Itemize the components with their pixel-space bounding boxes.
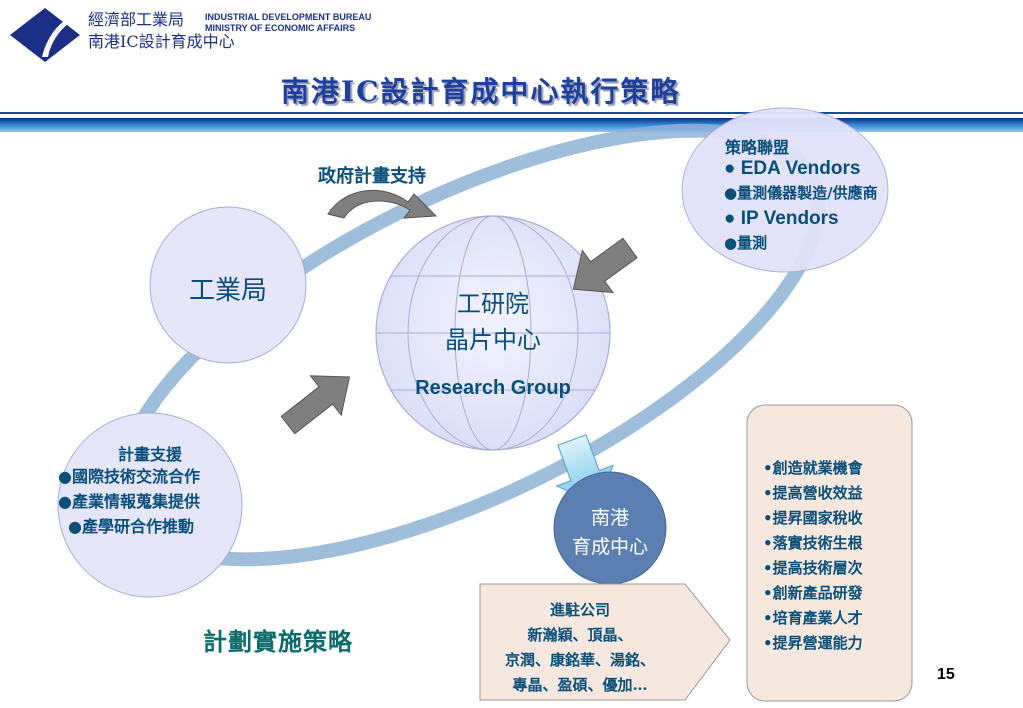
plan-list: ●國際技術交流合作 ●產業情報蒐集提供 ●產學研合作推動	[58, 464, 200, 539]
bureau-logo	[10, 8, 80, 62]
center-label-line1: 工研院	[457, 290, 529, 318]
plan-item: ●產學研合作推動	[68, 517, 194, 536]
alliance-item: ● EDA Vendors	[724, 158, 861, 179]
ministry-name-en: MINISTRY OF ECONOMIC AFFAIRS	[205, 23, 356, 33]
alliance-list: ● EDA Vendors ●量測儀器製造/供應商 ● IP Vendors ●…	[724, 156, 878, 256]
alliance-item: ● IP Vendors	[724, 208, 839, 229]
globe	[375, 215, 611, 451]
benefit-item: •提高技術層次	[763, 559, 863, 577]
benefit-item: •培育產業人才	[763, 609, 863, 627]
benefit-item: •落實技術生根	[763, 534, 863, 552]
benefits-list: •創造就業機會 •提高營收效益 •提昇國家稅收 •落實技術生根 •提高技術層次 …	[763, 456, 863, 656]
incubator-label-line2: 育成中心	[571, 536, 648, 558]
strategy-label: 計劃實施策略	[203, 627, 353, 656]
idb-circle	[149, 206, 307, 364]
alliance-item: ●量測	[724, 234, 768, 252]
gov-support-arrow	[327, 189, 438, 219]
benefit-item: •創新產品研發	[763, 584, 863, 602]
alliance-heading: 策略聯盟	[725, 138, 790, 157]
center-label-line2: 晶片中心	[445, 326, 541, 354]
plan-heading: 計畫支援	[117, 445, 182, 464]
org-name-cn: 經濟部工業局	[88, 10, 185, 29]
idb-label: 工業局	[188, 276, 267, 306]
benefit-item: •創造就業機會	[763, 459, 863, 477]
companies-line: 京潤、康銘華、湯銘、	[504, 651, 655, 669]
header-band-line	[0, 112, 1023, 114]
incubator-label-line1: 南港	[590, 507, 629, 529]
benefit-item: •提昇營運能力	[763, 634, 863, 652]
benefits-box	[746, 404, 913, 702]
page-number: 15	[937, 666, 955, 683]
benefit-item: •提昇國家稅收	[763, 509, 863, 527]
plan-item: ●國際技術交流合作	[58, 467, 200, 486]
alliance-item: ●量測儀器製造/供應商	[724, 184, 878, 202]
org-name-en: INDUSTRIAL DEVELOPMENT BUREAU	[205, 12, 372, 22]
plan-item: ●產業情報蒐集提供	[58, 492, 200, 511]
companies-text: 進駐公司 新瀚穎、頂晶、 京潤、康銘華、湯銘、 專晶、盈碩、優加…	[480, 598, 680, 698]
alliance-ellipse	[681, 107, 889, 273]
gov-support-label: 政府計畫支持	[318, 166, 426, 187]
companies-line: 專晶、盈碩、優加…	[512, 676, 648, 694]
companies-line: 新瀚穎、頂晶、	[527, 626, 633, 644]
companies-heading: 進駐公司	[549, 601, 610, 619]
alliance-arrow	[572, 237, 638, 294]
page-title: 南港IC設計育成中心執行策略	[281, 75, 681, 108]
plan-circle	[57, 412, 243, 598]
companies-shape	[479, 583, 731, 701]
center-label-line3: Research Group	[415, 377, 571, 399]
header-band	[0, 118, 1023, 132]
plan-arrow	[280, 375, 351, 435]
org-center-name: 南港IC設計育成中心	[88, 32, 235, 51]
benefit-item: •提高營收效益	[763, 484, 863, 502]
